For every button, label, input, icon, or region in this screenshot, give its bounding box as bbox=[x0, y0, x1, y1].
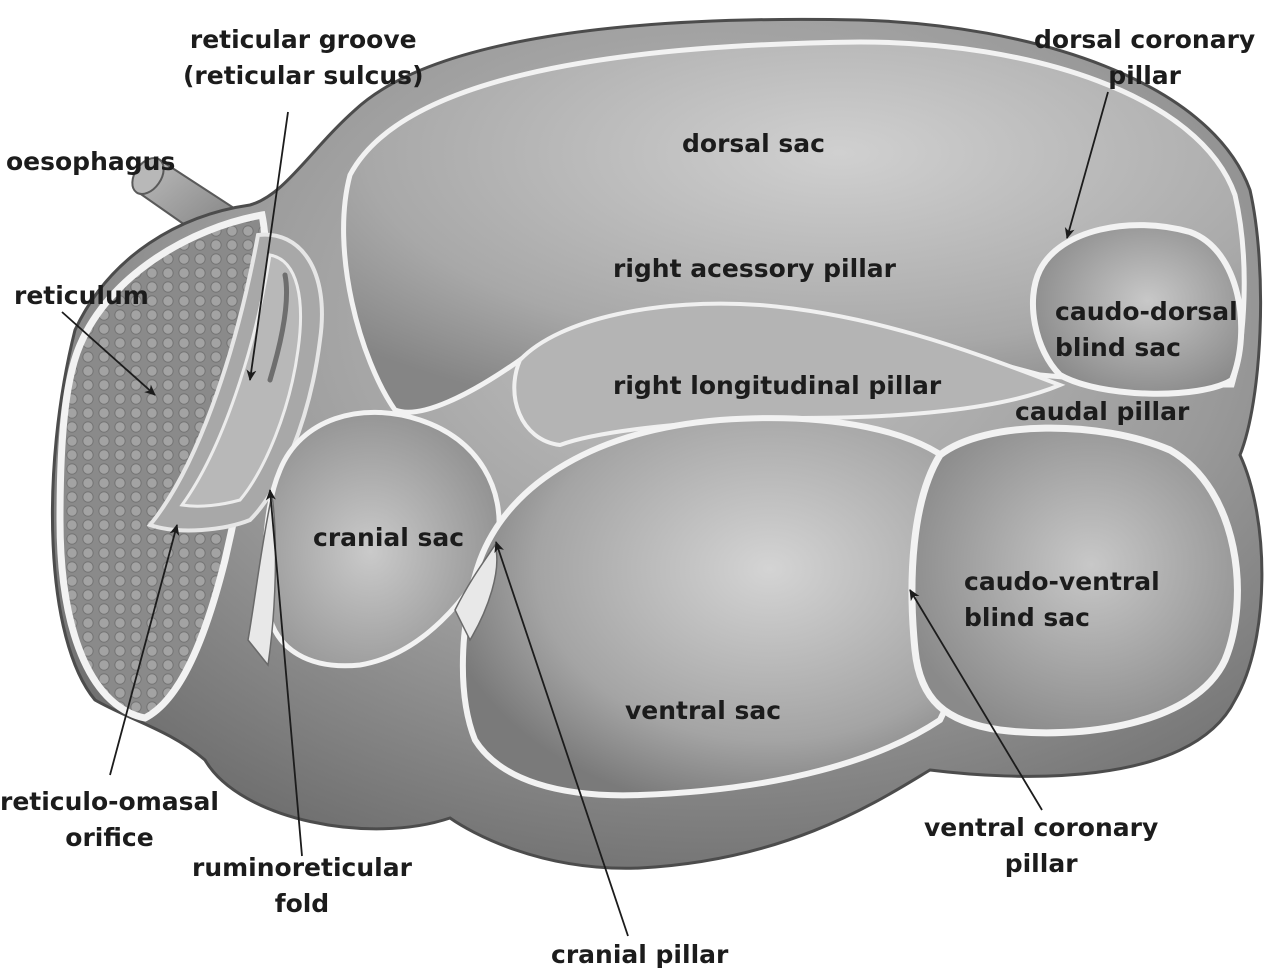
label-oesophagus: oesophagus bbox=[6, 147, 176, 176]
arrow-cranial-pillar bbox=[494, 541, 629, 937]
label-right-longitudinal-pillar: right longitudinal pillar bbox=[613, 371, 942, 400]
label-reticulum: reticulum bbox=[14, 281, 149, 310]
reticular-groove-channel bbox=[267, 272, 289, 383]
label-ruminoreticular-fold: ruminoreticular fold bbox=[192, 853, 412, 918]
caudo-dorsal-blind-sac-region bbox=[1030, 222, 1245, 397]
reticular-groove-fold-inner bbox=[179, 253, 302, 508]
leader-lines bbox=[61, 91, 1109, 937]
caudo-ventral-blind-sac-region bbox=[908, 424, 1241, 737]
label-ventral-sac: ventral sac bbox=[625, 696, 782, 725]
arrow-reticulum bbox=[61, 311, 156, 396]
arrow-reticular-groove bbox=[246, 111, 289, 381]
label-reticulo-omasal-orifice: reticulo-omasal orifice bbox=[0, 787, 219, 852]
arrow-dorsal-coronary-pillar bbox=[1064, 91, 1109, 239]
right-longitudinal-pillar-band bbox=[512, 301, 1066, 448]
label-ventral-coronary-pillar: ventral coronary pillar bbox=[924, 813, 1159, 878]
label-dorsal-sac: dorsal sac bbox=[682, 129, 825, 158]
label-dorsal-coronary-pillar: dorsal coronary pillar bbox=[1034, 25, 1256, 90]
oesophagus-end bbox=[131, 156, 165, 196]
label-cranial-pillar: cranial pillar bbox=[551, 940, 729, 969]
label-right-acessory-pillar: right acessory pillar bbox=[613, 254, 896, 283]
label-cranial-sac: cranial sac bbox=[313, 523, 465, 552]
label-caudal-pillar: caudal pillar bbox=[1015, 397, 1190, 426]
label-caudo-ventral-blind-sac: caudo-ventral blind sac bbox=[964, 567, 1160, 632]
label-caudo-dorsal-blind-sac: caudo-dorsal blind sac bbox=[1055, 297, 1238, 362]
arrow-ruminoreticular-fold bbox=[265, 489, 303, 857]
reticulum-region bbox=[56, 210, 270, 722]
label-reticular-groove: reticular groove (reticular sulcus) bbox=[183, 25, 424, 90]
arrow-ventral-coronary-pillar bbox=[909, 589, 1043, 811]
arrow-reticulo-omasal-orifice bbox=[109, 524, 180, 776]
